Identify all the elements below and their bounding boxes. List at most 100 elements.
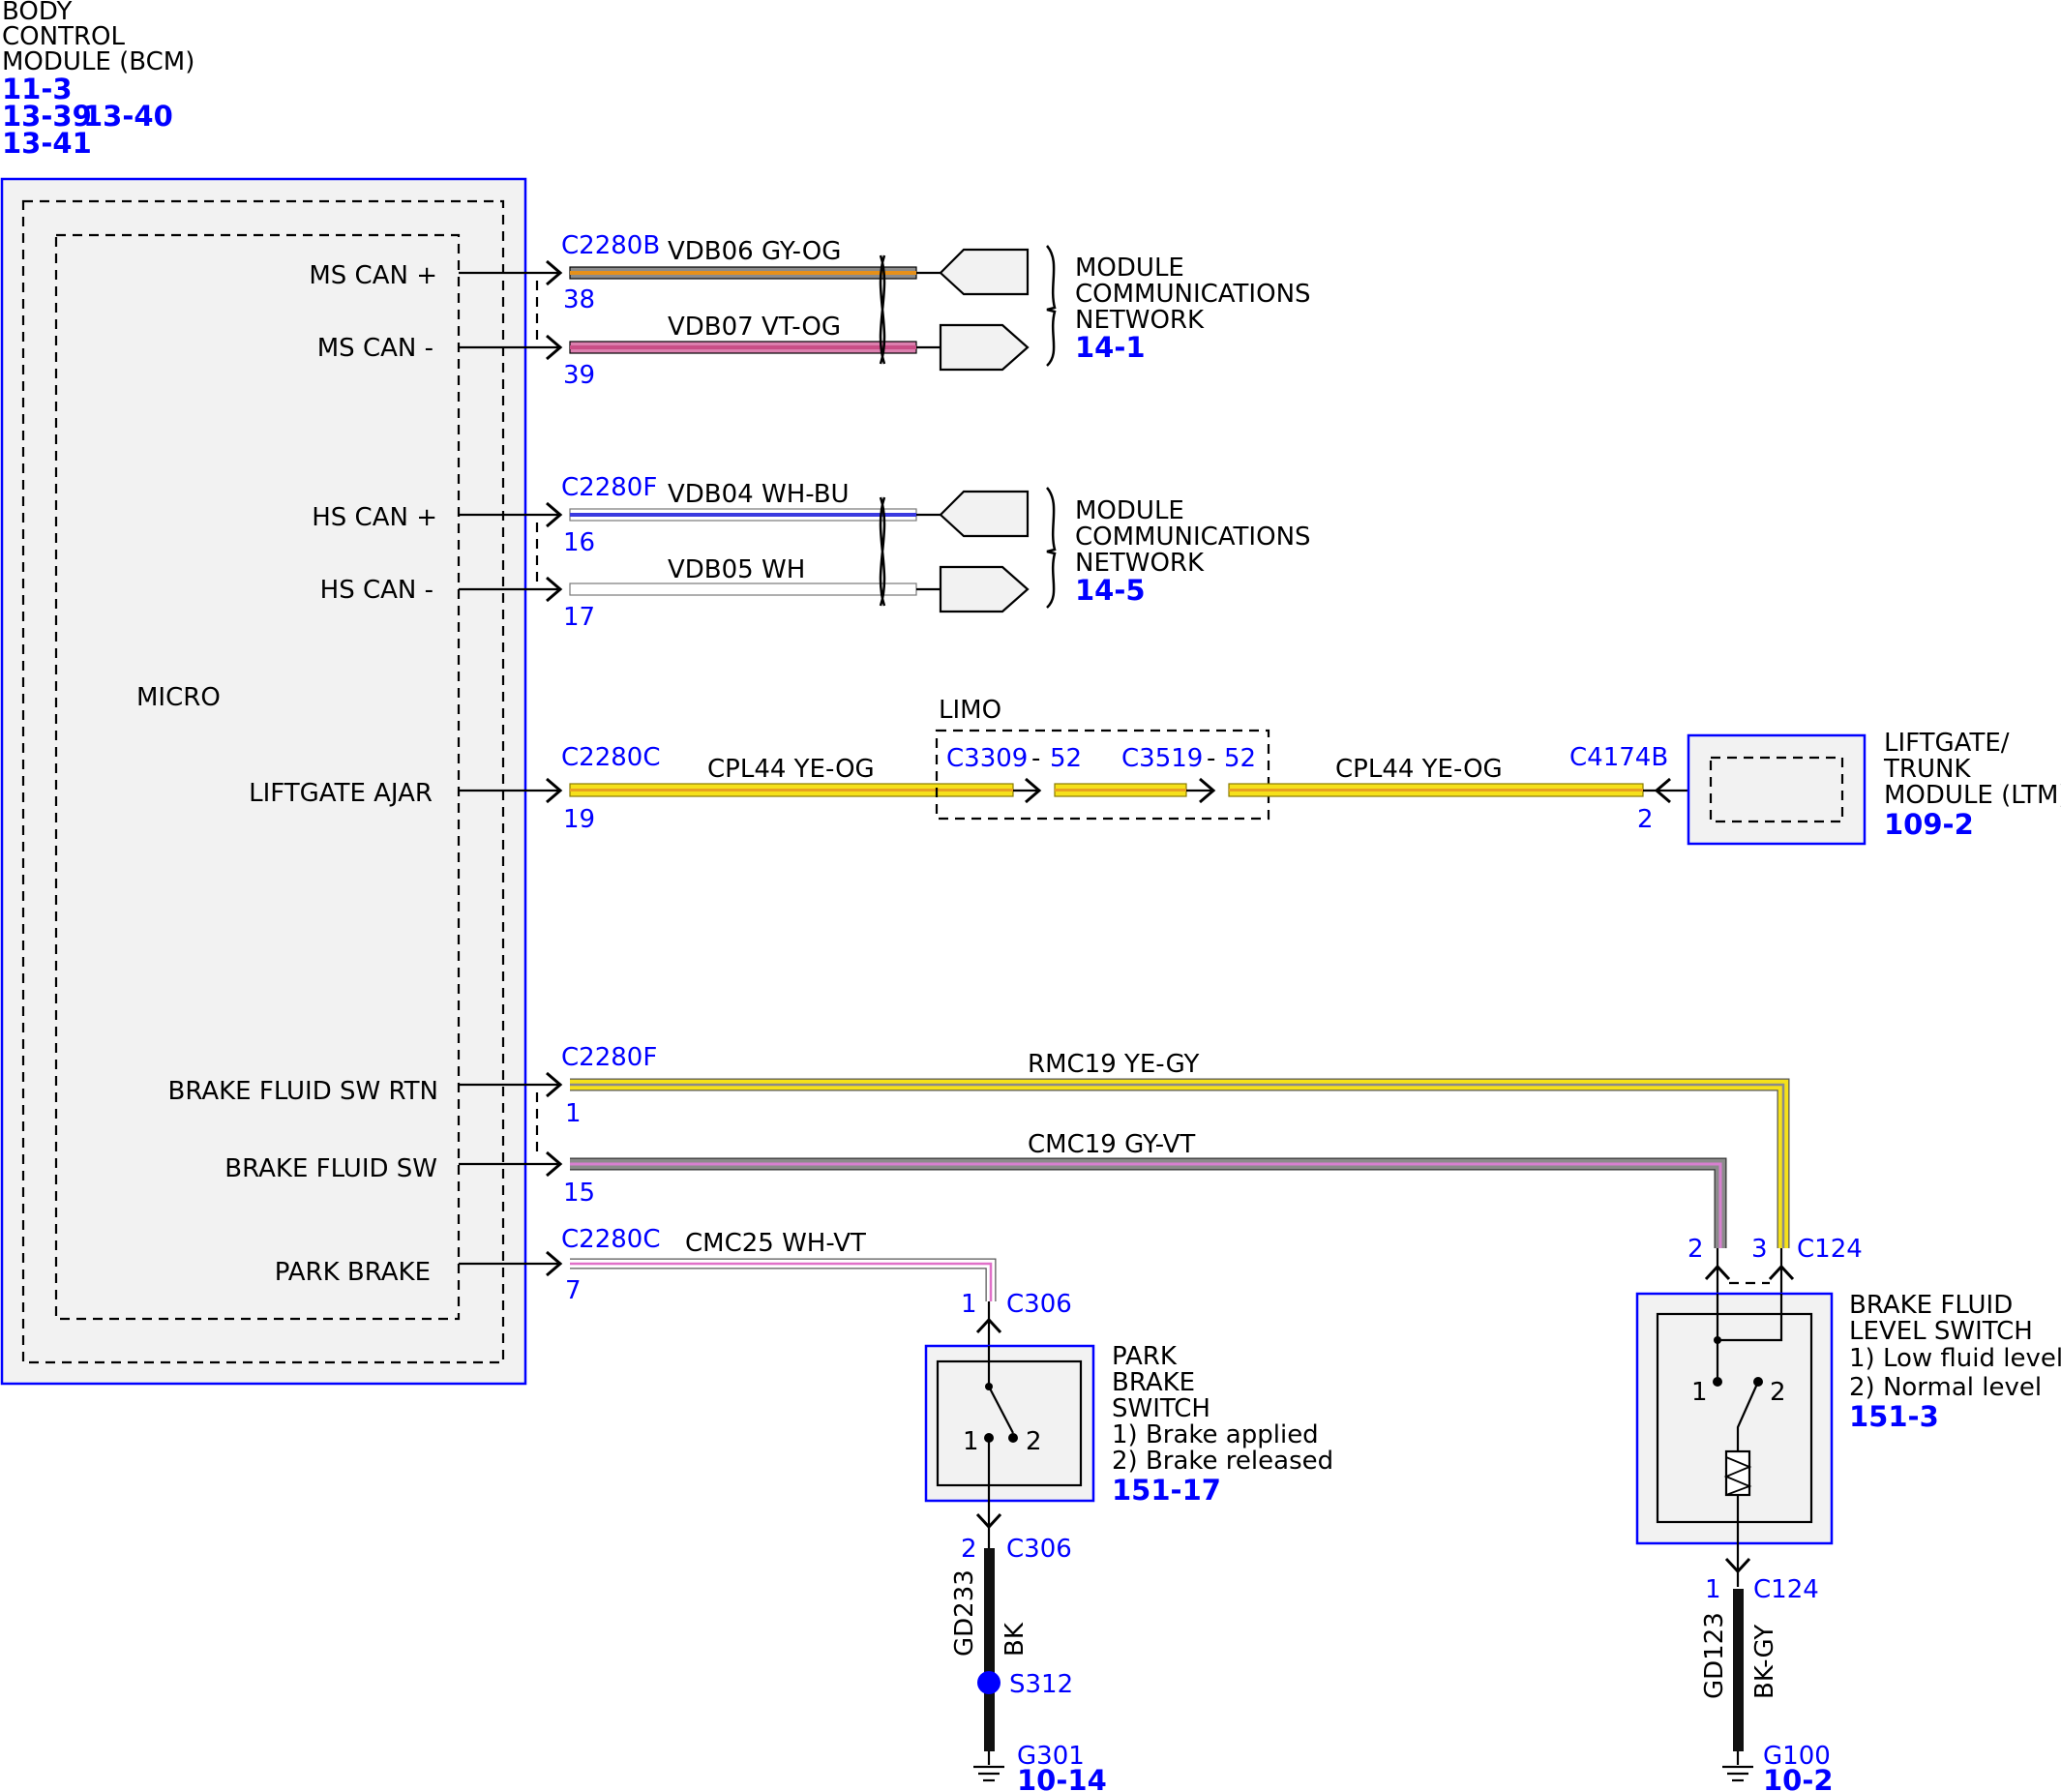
connector-c2280f-lower[interactable]: C2280F [561,1043,657,1072]
ltm-inner-boundary [1709,756,1844,823]
bcm-title-line-2: CONTROL [2,22,125,51]
connector-c124-upper[interactable]: C124 [1797,1235,1863,1264]
ltm-ref[interactable]: 109-2 [1884,808,1974,841]
park-brake-pivot [985,1383,993,1390]
brake-fluid-contact-1 [1713,1377,1722,1387]
park-brake-contact-2 [1008,1433,1018,1443]
network-1-line-3: NETWORK [1075,306,1205,335]
bcm-title-line-3: MODULE (BCM) [2,47,194,76]
splice-s312[interactable] [977,1671,1001,1694]
connector-c2280c-upper[interactable]: C2280C [561,743,660,772]
wire-cmc25[interactable] [570,1258,997,1301]
c124-pin-1: 1 [1705,1575,1721,1604]
network-2-ref[interactable]: 14-5 [1075,574,1146,607]
ltm-line-1: LIFTGATE/ [1884,729,2010,758]
wire-label-cpl44-ltm-side: CPL44 YE-OG [1335,755,1503,784]
network-1-line-1: MODULE [1075,254,1184,283]
wire-gd233[interactable] [984,1548,995,1751]
wire-cmc19[interactable] [570,1157,1727,1248]
park-brake-switch-ref[interactable]: 151-17 [1112,1474,1221,1507]
wire-label-rmc19: RMC19 YE-GY [1028,1050,1199,1079]
connector-c306-lower[interactable]: C306 [1006,1535,1072,1564]
c124-pin2-arrow [1704,1264,1731,1281]
wire-label-cmc25: CMC25 WH-VT [685,1229,866,1258]
brake-fluid-switch-line-1: BRAKE FLUID [1849,1291,2013,1320]
pin-label-brake-fluid-sw: BRAKE FLUID SW [224,1154,437,1183]
c3519-pin-52: 52 [1224,744,1256,773]
connector-c2280b[interactable]: C2280B [561,231,660,260]
connector-c306-upper[interactable]: C306 [1006,1290,1072,1319]
wire-rmc19[interactable] [570,1078,1790,1248]
hs-can-brace [1046,487,1057,609]
pin-label-brake-fluid-sw-rtn: BRAKE FLUID SW RTN [168,1077,439,1106]
connector-c3309[interactable]: C3309 [946,744,1028,773]
park-brake-contact-2-label: 2 [1026,1427,1042,1456]
wire-vdb04[interactable] [569,508,917,522]
pin-17: 17 [563,603,595,632]
connector-c4174b[interactable]: C4174B [1569,743,1668,772]
connector-c2280f-upper[interactable]: C2280F [561,473,657,502]
c124-lower-arrow [1724,1557,1751,1574]
pin-16: 16 [563,528,595,557]
brake-fluid-contact-2-label: 2 [1770,1378,1786,1407]
wire-label-vdb05: VDB05 WH [668,555,805,584]
network-1-ref[interactable]: 14-1 [1075,331,1146,364]
bcm-ref-13-39[interactable]: 13-39 [2,100,92,133]
ltm-line-2: TRUNK [1883,755,1971,784]
wire-cpl44-bcm-side[interactable] [569,783,1014,797]
bcm-ref-13-40[interactable]: 13-40 [83,100,173,133]
pin-label-ms-can-plus: MS CAN + [309,261,437,290]
connector-c2280c-lower[interactable]: C2280C [561,1225,660,1254]
ltm-arrow [1654,777,1671,804]
ms-can-plus-terminal [939,248,1030,296]
wire-label-cpl44-bcm-side: CPL44 YE-OG [707,755,875,784]
brake-fluid-contact-arm [1736,1381,1760,1451]
ground-g100-ref[interactable]: 10-2 [1763,1764,1834,1792]
park-brake-contact-1-label: 1 [963,1427,979,1456]
ground-g301-symbol [973,1751,1004,1782]
wire-vdb06[interactable] [569,266,917,280]
pin-label-hs-can-minus: HS CAN - [320,576,433,605]
wire-vdb05[interactable] [569,582,917,596]
c306-lower-arrow [975,1512,1002,1530]
wire-label-gd233: GD233 [950,1569,979,1657]
park-brake-switch-line-5: 2) Brake released [1112,1447,1333,1476]
c3519-arrow [1199,777,1216,804]
wire-color-gd123: BK-GY [1750,1625,1779,1699]
brake-fluid-switch-line-4: 2) Normal level [1849,1373,2042,1402]
park-brake-switch-line-3: SWITCH [1112,1394,1210,1423]
wire-gd123[interactable] [1733,1589,1744,1751]
ms-can-minus-terminal [939,323,1030,372]
brake-fluid-switch-ref[interactable]: 151-3 [1849,1400,1939,1433]
park-brake-switch-line-4: 1) Brake applied [1112,1420,1319,1449]
wire-cpl44-limo-internal[interactable] [1054,783,1187,797]
connector-arrows [546,259,563,1277]
wire-label-vdb04: VDB04 WH-BU [668,480,850,509]
ground-g100-label: G100 [1763,1742,1831,1771]
bcm-ref-11-3[interactable]: 11-3 [2,73,73,105]
c306-upper-arrow [975,1317,1002,1334]
brake-fluid-switch-line-2: LEVEL SWITCH [1849,1317,2033,1346]
pin-1: 1 [565,1099,582,1128]
pin-39: 39 [563,361,595,390]
wire-cpl44-ltm-side[interactable] [1228,783,1644,797]
ltm-line-3: MODULE (LTM) [1884,781,2061,810]
wire-vdb07[interactable] [569,341,917,354]
brake-fluid-switch-line-3: 1) Low fluid level [1849,1344,2061,1373]
connector-c3519[interactable]: C3519 [1121,744,1203,773]
network-2-line-2: COMMUNICATIONS [1075,523,1311,552]
brake-fluid-contact-1-label: 1 [1691,1378,1708,1407]
bcm-ref-13-41[interactable]: 13-41 [2,127,92,160]
wire-color-gd233: BK [1001,1622,1030,1657]
pin-label-park-brake: PARK BRAKE [275,1258,431,1287]
park-brake-switch-line-2: BRAKE [1112,1368,1195,1397]
pin-label-hs-can-plus: HS CAN + [312,503,437,532]
c3309-pin-52: 52 [1050,744,1082,773]
connector-c124-lower[interactable]: C124 [1753,1575,1819,1604]
ground-g301-ref[interactable]: 10-14 [1017,1764,1107,1792]
pin-label-liftgate-ajar: LIFTGATE AJAR [249,779,433,808]
wire-label-vdb07: VDB07 VT-OG [668,313,841,342]
wire-label-cmc19: CMC19 GY-VT [1028,1130,1195,1159]
hs-can-plus-terminal [939,490,1030,538]
